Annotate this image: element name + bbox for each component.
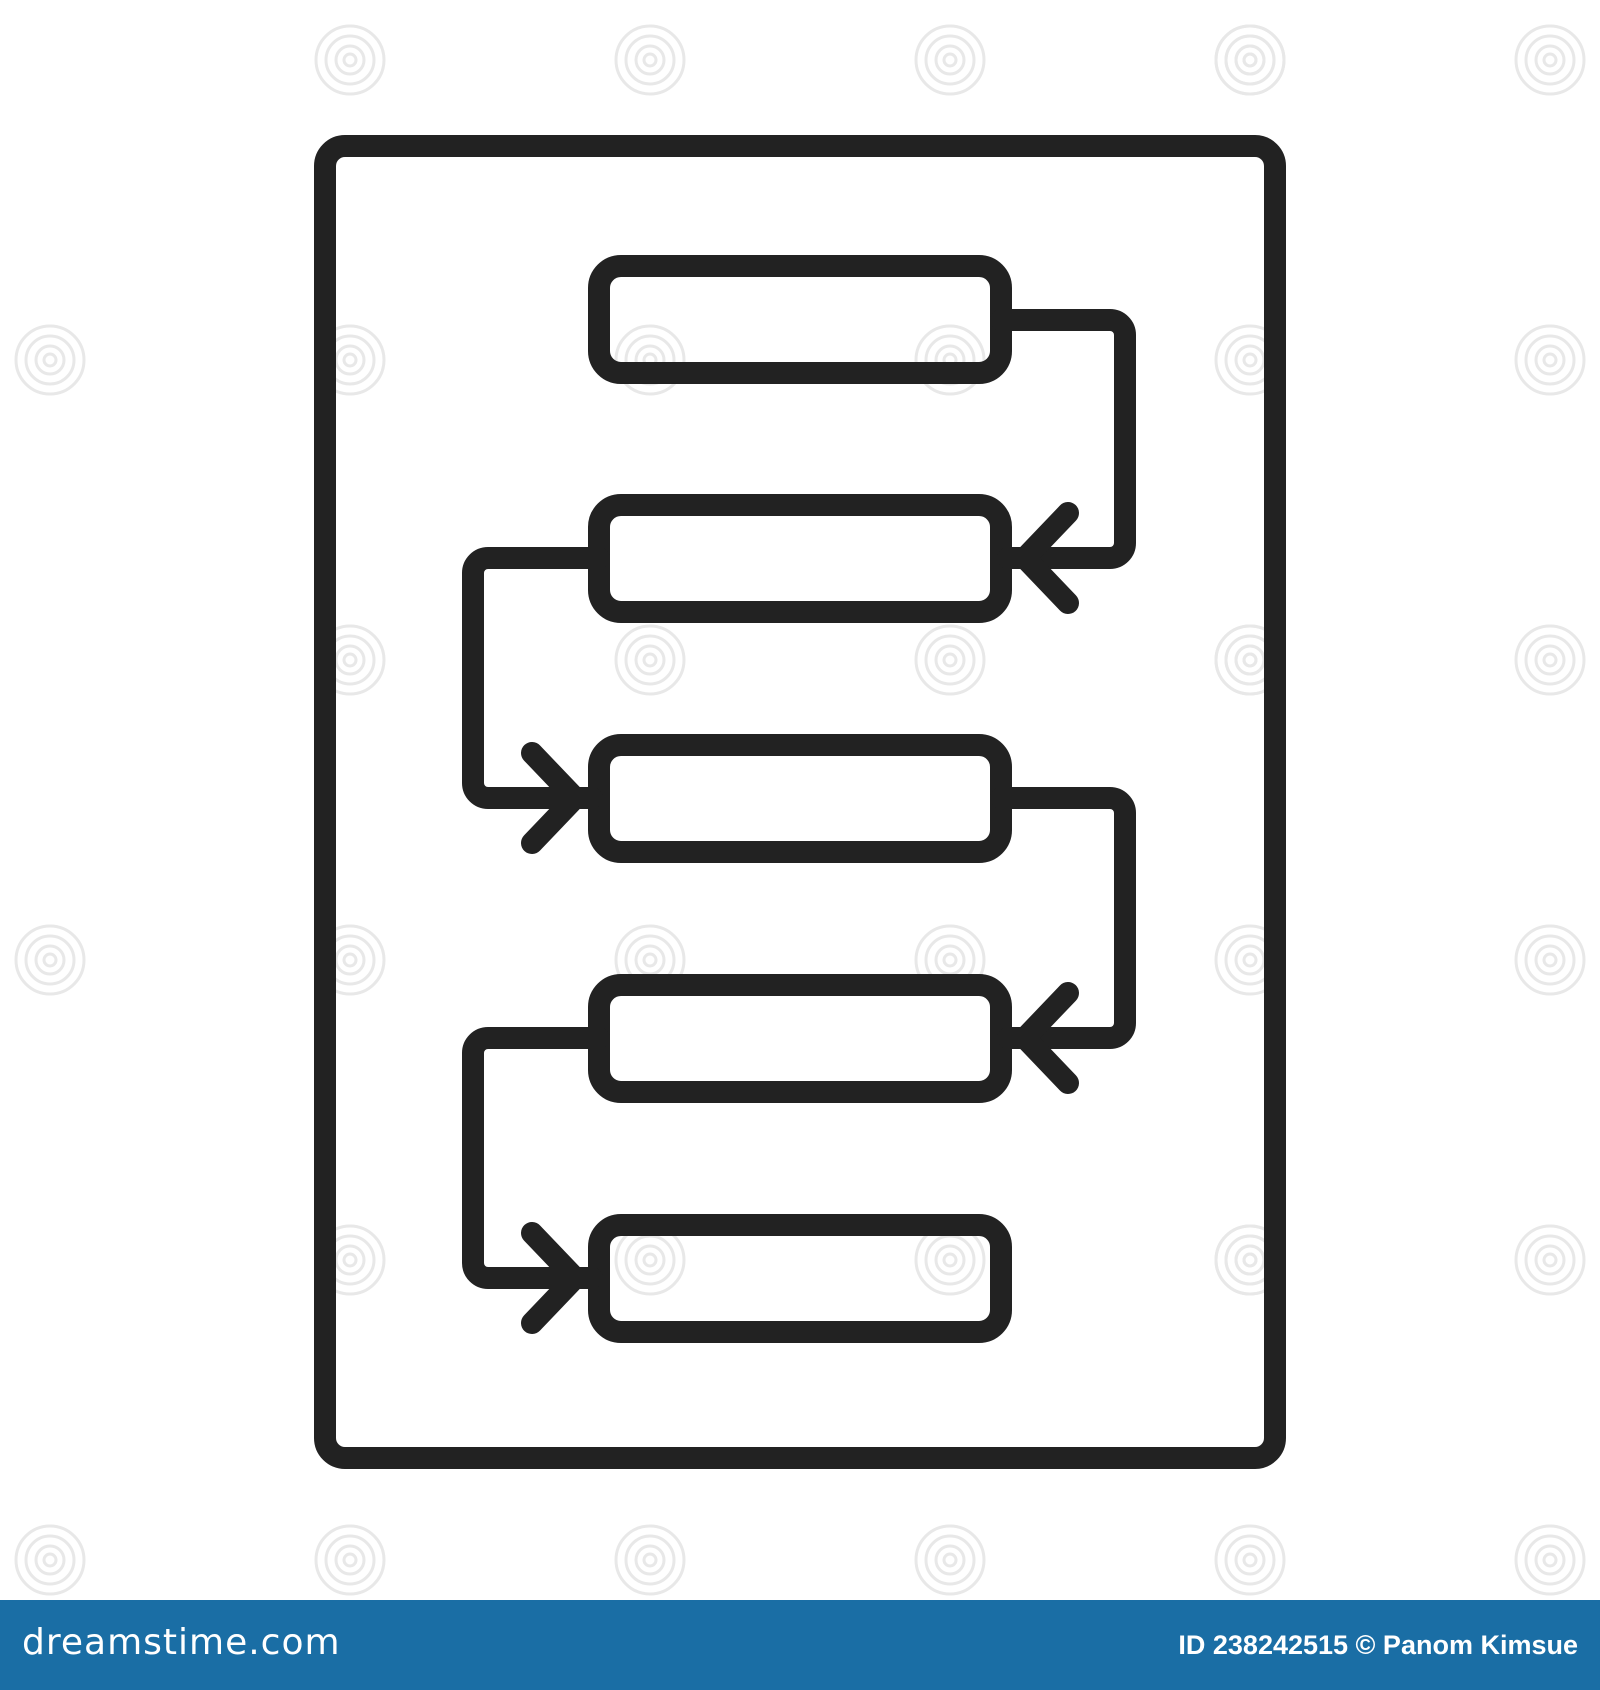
connector-4-to-5 <box>462 1027 610 1289</box>
watermark-spiral-icon <box>1514 924 1586 996</box>
arrowhead-into-step-4 <box>1014 982 1079 1094</box>
watermark-spiral-icon <box>614 1524 686 1596</box>
flow-step-4 <box>588 974 1012 1103</box>
watermark-spiral-icon <box>614 24 686 96</box>
watermark-spiral-icon <box>1214 1524 1286 1596</box>
watermark-spiral-icon <box>314 24 386 96</box>
watermark-spiral-icon <box>14 1524 86 1596</box>
dreamstime-logo[interactable]: dreamstime.com <box>22 1622 341 1663</box>
footer-bar: dreamstime.com ID 238242515 © Panom Kims… <box>0 1600 1600 1690</box>
flow-step-1 <box>588 255 1012 384</box>
watermark-spiral-icon <box>1514 324 1586 396</box>
watermark-spiral-icon <box>14 324 86 396</box>
image-id-credit: ID 238242515 © Panom Kimsue <box>1178 1630 1578 1660</box>
flow-step-2 <box>588 494 1012 623</box>
watermark-spiral-icon <box>1214 24 1286 96</box>
watermark-spiral-icon <box>314 1524 386 1596</box>
watermark-spiral-icon <box>914 1524 986 1596</box>
watermark-spiral-icon <box>914 1224 986 1296</box>
watermark-spiral-icon <box>614 1224 686 1296</box>
watermark-spiral-icon <box>1514 24 1586 96</box>
flowchart-document-illustration <box>14 24 1586 1596</box>
watermark-spiral-icon <box>1514 1524 1586 1596</box>
arrowhead-into-step-2 <box>1014 502 1079 614</box>
watermark-spiral-icon <box>614 624 686 696</box>
connector-2-to-3 <box>462 547 610 809</box>
watermark-spiral-icon <box>1514 1224 1586 1296</box>
flow-step-5 <box>588 1214 1012 1343</box>
watermark-spiral-icon <box>614 924 686 996</box>
watermark-spiral-icon <box>14 924 86 996</box>
connector-1-to-2 <box>990 309 1136 569</box>
connector-3-to-4 <box>990 787 1136 1049</box>
flow-step-3 <box>588 734 1012 863</box>
watermark-spiral-icon <box>914 624 986 696</box>
watermark-spiral-icon <box>1514 624 1586 696</box>
watermark-spiral-icon <box>914 24 986 96</box>
document-frame-icon <box>314 135 1286 1469</box>
arrowhead-into-step-3 <box>521 742 586 854</box>
arrowhead-into-step-5 <box>521 1222 586 1334</box>
